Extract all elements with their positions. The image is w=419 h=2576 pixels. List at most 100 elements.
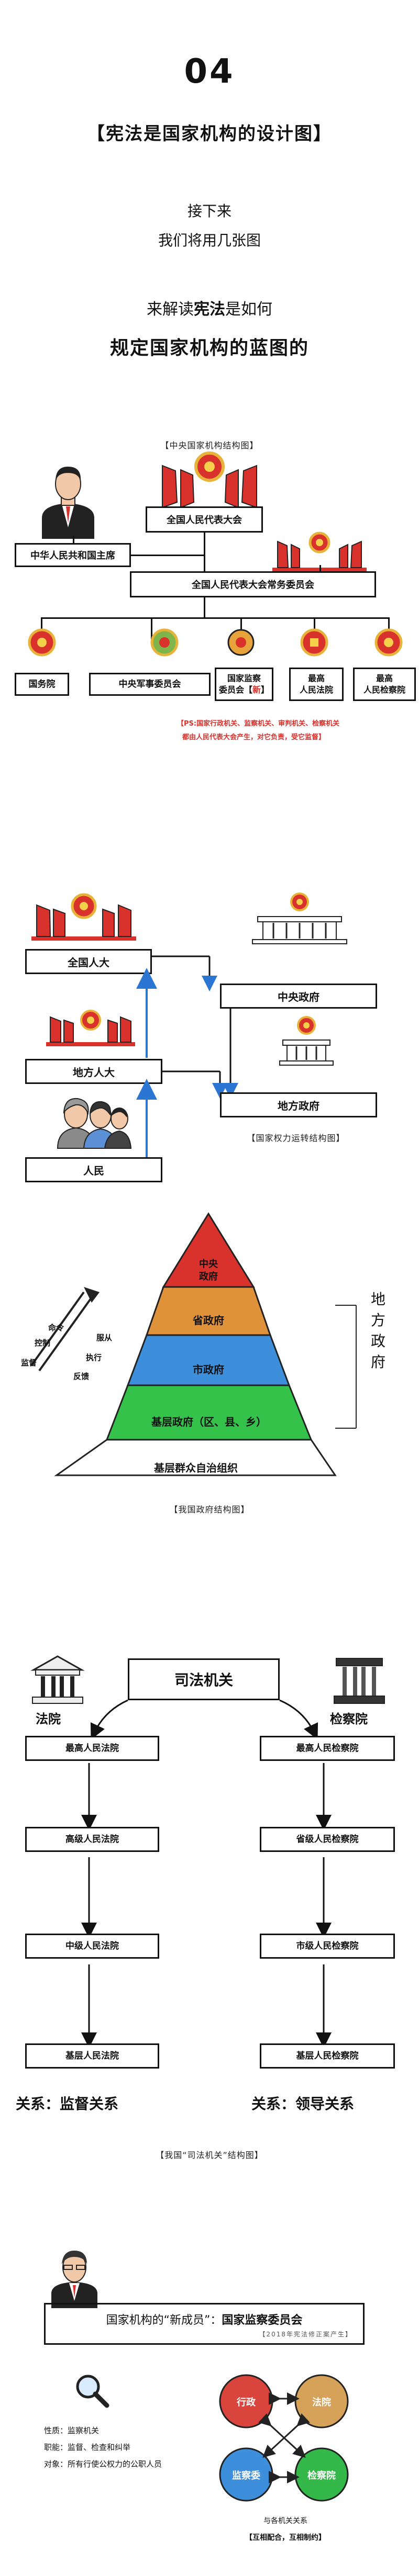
central-chart-caption: 【中央国家机构结构图】: [160, 440, 259, 450]
obey-word-3: 反馈: [73, 1372, 90, 1381]
relation-caption: 与各机关关系: [263, 2517, 307, 2525]
procuratorate-emblem: [374, 628, 403, 657]
military-commission-box: 中央军事委员会: [89, 673, 211, 696]
procuratorate-line-2: 人民检察院: [363, 685, 405, 695]
court-building-icon: [30, 1655, 85, 1704]
supervision-line-1: 国家监察: [227, 673, 261, 683]
npc-flags-emblem-2: [31, 893, 136, 941]
banner-bold: 国家监察委员会: [222, 2314, 303, 2327]
judicial-caption: 【我国“司法机关”结构图】: [156, 2150, 263, 2160]
connector: [151, 617, 152, 641]
court-relation-label: 关系：监督关系: [16, 2095, 119, 2112]
banner-pre: 国家机构的“新成员”：: [106, 2314, 222, 2327]
procuratorate-building-icon: [334, 1658, 385, 1704]
branch-line: [41, 617, 389, 619]
pyramid-central-line-1: 中央: [199, 1259, 218, 1270]
state-council-box: 国务院: [15, 673, 69, 696]
intro-line-3-bold: 宪法: [194, 300, 225, 319]
relations-diagram: [219, 2374, 349, 2502]
supreme-court-box: 最高人民法院: [289, 668, 344, 701]
npc-box: 全国人民代表大会: [146, 506, 263, 533]
court-level-1: 最高人民法院: [25, 1736, 159, 1761]
judicial-title-box: 司法机关: [128, 1658, 280, 1700]
command-words: 命令: [48, 1318, 64, 1337]
supervision-duty: 职能：监督、检查和纠举: [44, 2443, 131, 2452]
intro-line-3-pre: 来解读: [147, 300, 194, 319]
procuratorate-label: 检察院: [330, 1712, 368, 1726]
circle-procuratorate-label: 检察院: [307, 2470, 336, 2481]
power-flow-arrows: [136, 955, 238, 1157]
local-gov-building-icon: [279, 1016, 334, 1066]
procuratorate-level-3: 市级人民检察院: [260, 1934, 395, 1959]
power-people-box: 人民: [25, 1157, 162, 1182]
supervision-commission-box: 国家监察 委员会【新】: [215, 668, 273, 701]
procuratorate-level-1: 最高人民检察院: [260, 1736, 395, 1761]
connector: [204, 597, 205, 617]
people-icon: [57, 1098, 132, 1149]
court-level-4: 基层人民法院: [25, 2043, 159, 2069]
central-note-line-1: 【PS:国家行政机关、监察机关、审判机关、检察机关: [177, 720, 340, 728]
magnifier-icon: [76, 2375, 109, 2408]
standing-committee-box: 全国人民代表大会常务委员会: [130, 571, 376, 597]
pyramid-city-label: 市政府: [193, 1363, 224, 1376]
intro-line-1: 接下来: [187, 202, 231, 220]
supervision-banner-title: 国家机构的“新成员”：国家监察委员会: [46, 2311, 363, 2328]
supreme-court-text: 最高人民法院: [300, 673, 333, 696]
supervision-facts: 性质：监察机关 职能：监督、检查和纠举 对象：所有行使公权力的公职人员: [44, 2422, 162, 2472]
npc-flags-emblem: [162, 451, 257, 509]
connector: [204, 533, 205, 572]
connector: [131, 555, 204, 556]
new-badge: 新: [252, 685, 261, 695]
obey-word-1: 服从: [96, 1333, 113, 1342]
court-level-2: 高级人民法院: [25, 1827, 159, 1852]
power-chart-caption: 【国家权力运转结构图】: [247, 1133, 345, 1143]
pyramid-level-city: [126, 1334, 291, 1386]
power-npc-box: 全国人大: [25, 949, 152, 974]
procuratorate-relation-label: 关系：领导关系: [251, 2095, 355, 2112]
circle-supervision-label: 监察委: [232, 2470, 260, 2481]
court-label: 法院: [36, 1712, 61, 1726]
central-gov-building-icon: [252, 892, 347, 944]
pyramid-central-label: 中央 政府: [168, 1258, 249, 1283]
procuratorate-level-4: 基层人民检察院: [260, 2043, 395, 2069]
procuratorate-line-1: 最高: [376, 673, 393, 683]
supervision-line-2-post: 】: [261, 685, 270, 695]
central-note-line-2: 都由人民代表大会产生，对它负责，受它监督】: [182, 733, 326, 741]
president-box: 中华人民共和国主席: [15, 543, 131, 567]
pyramid-caption: 【我国政府结构图】: [169, 1505, 250, 1515]
connector: [319, 565, 321, 572]
section-number: 04: [184, 52, 235, 91]
intro-line-3: 来解读宪法是如何: [0, 296, 419, 319]
procuratorate-level-2: 省级人民检察院: [260, 1827, 395, 1852]
local-gov-char-1: 地: [370, 1291, 385, 1308]
supervision-banner: 国家机构的“新成员”：国家监察委员会 【2018年宪法修正案产生】: [44, 2303, 365, 2345]
banner-subtitle: 【2018年宪法修正案产生】: [259, 2331, 352, 2338]
court-emblem: [300, 628, 328, 657]
obey-word-2: 执行: [86, 1353, 102, 1362]
command-word-1: 命令: [48, 1323, 64, 1332]
connector: [73, 536, 74, 543]
supervision-box-text: 国家监察 委员会【新】: [219, 673, 269, 696]
court-level-3: 中级人民法院: [25, 1934, 159, 1959]
intro-heading: 规定国家机构的蓝图的: [109, 337, 309, 359]
relation-note: 【互相配合，互相制约】: [245, 2534, 326, 2542]
pyramid-level-self-gov: [54, 1439, 337, 1476]
command-word-2: 控制: [35, 1338, 51, 1348]
supervisor-figure-icon: [51, 2251, 97, 2308]
local-gov-char-3: 政: [370, 1332, 385, 1350]
central-gov-box: 中央政府: [220, 984, 377, 1009]
supervision-line-2: 委员会【新】: [219, 684, 269, 696]
command-word-3: 监督: [21, 1358, 37, 1368]
local-gov-box: 地方政府: [220, 1092, 377, 1117]
government-pyramid: [30, 1212, 357, 1476]
court-line-2: 人民法院: [299, 685, 333, 695]
supervision-line-2-pre: 委员会【: [218, 685, 252, 695]
pyramid-central-line-2: 政府: [199, 1271, 218, 1282]
intro-line-2: 我们将用几张图: [158, 232, 261, 249]
pyramid-level-grassroots-gov: [105, 1384, 313, 1441]
section-title: 【宪法是国家机构的设计图】: [87, 123, 332, 144]
supreme-procuratorate-box: 最高人民检察院: [353, 668, 416, 701]
supervision-emblem: [227, 629, 255, 656]
pyramid-level-province: [145, 1286, 272, 1336]
judicial-connectors: [81, 1699, 332, 2048]
